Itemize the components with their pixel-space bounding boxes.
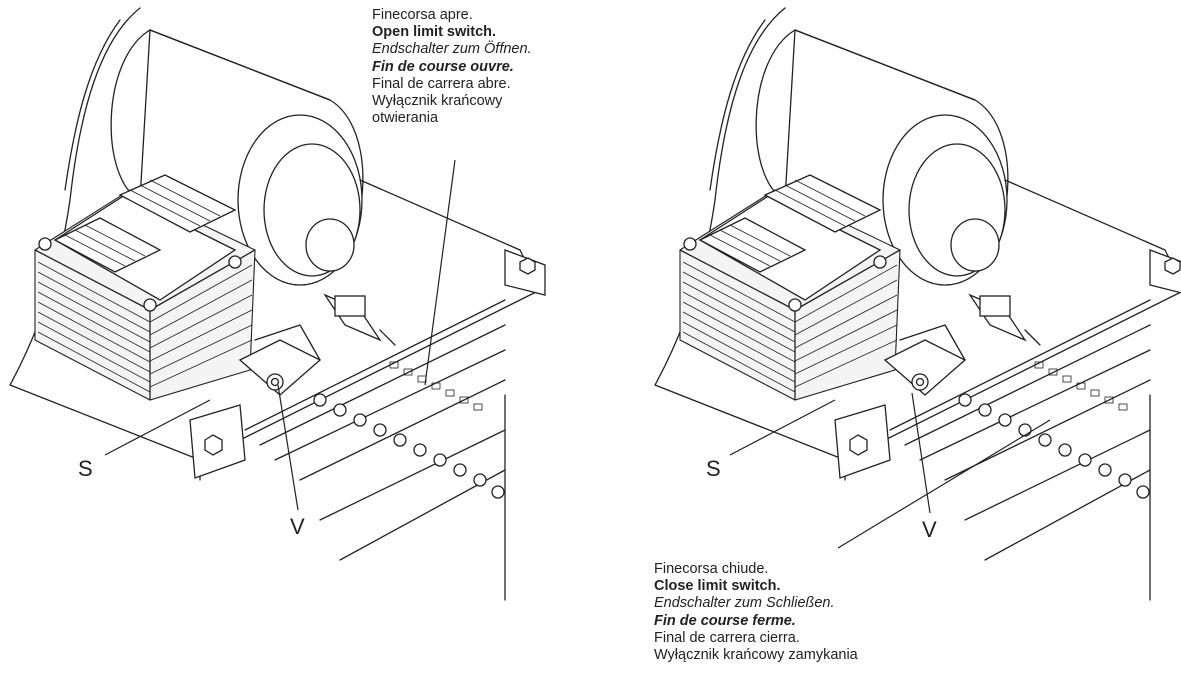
- open-label-en: Open limit switch.: [372, 24, 497, 41]
- close-label-en: Close limit switch.: [654, 578, 781, 595]
- leader-right-v: [911, 392, 931, 514]
- callout-left-v: V: [290, 514, 305, 539]
- open-label-pl-2: otwierania: [372, 110, 439, 127]
- leader-close-switch: [837, 419, 1051, 549]
- close-limit-switch-label: Finecorsa chiude. Close limit switch. En…: [654, 561, 858, 664]
- leader-open-switch: [424, 159, 456, 386]
- close-label-fr: Fin de course ferme.: [654, 612, 796, 629]
- open-label-es: Final de carrera abre.: [372, 75, 511, 92]
- callout-left-s: S: [78, 456, 93, 481]
- open-label-pl-1: Wyłącznik krańcowy: [372, 93, 503, 110]
- right-unit-drawing: [654, 7, 1181, 601]
- callout-right-s: S: [706, 456, 721, 481]
- close-label-de: Endschalter zum Schließen.: [654, 595, 835, 612]
- open-limit-switch-label: Finecorsa apre. Open limit switch. Endsc…: [372, 7, 532, 127]
- close-label-es: Final de carrera cierra.: [654, 629, 800, 646]
- leader-left-s: [104, 399, 211, 456]
- callout-right-v: V: [922, 517, 937, 542]
- open-label-de: Endschalter zum Öffnen.: [372, 41, 532, 58]
- leader-right-s: [729, 399, 836, 456]
- close-label-it: Finecorsa chiude.: [654, 561, 769, 577]
- open-label-fr: Fin de course ouvre.: [372, 58, 514, 75]
- open-label-it: Finecorsa apre.: [372, 7, 473, 23]
- leader-left-v: [277, 384, 299, 511]
- close-label-pl: Wyłącznik krańcowy zamykania: [654, 647, 858, 664]
